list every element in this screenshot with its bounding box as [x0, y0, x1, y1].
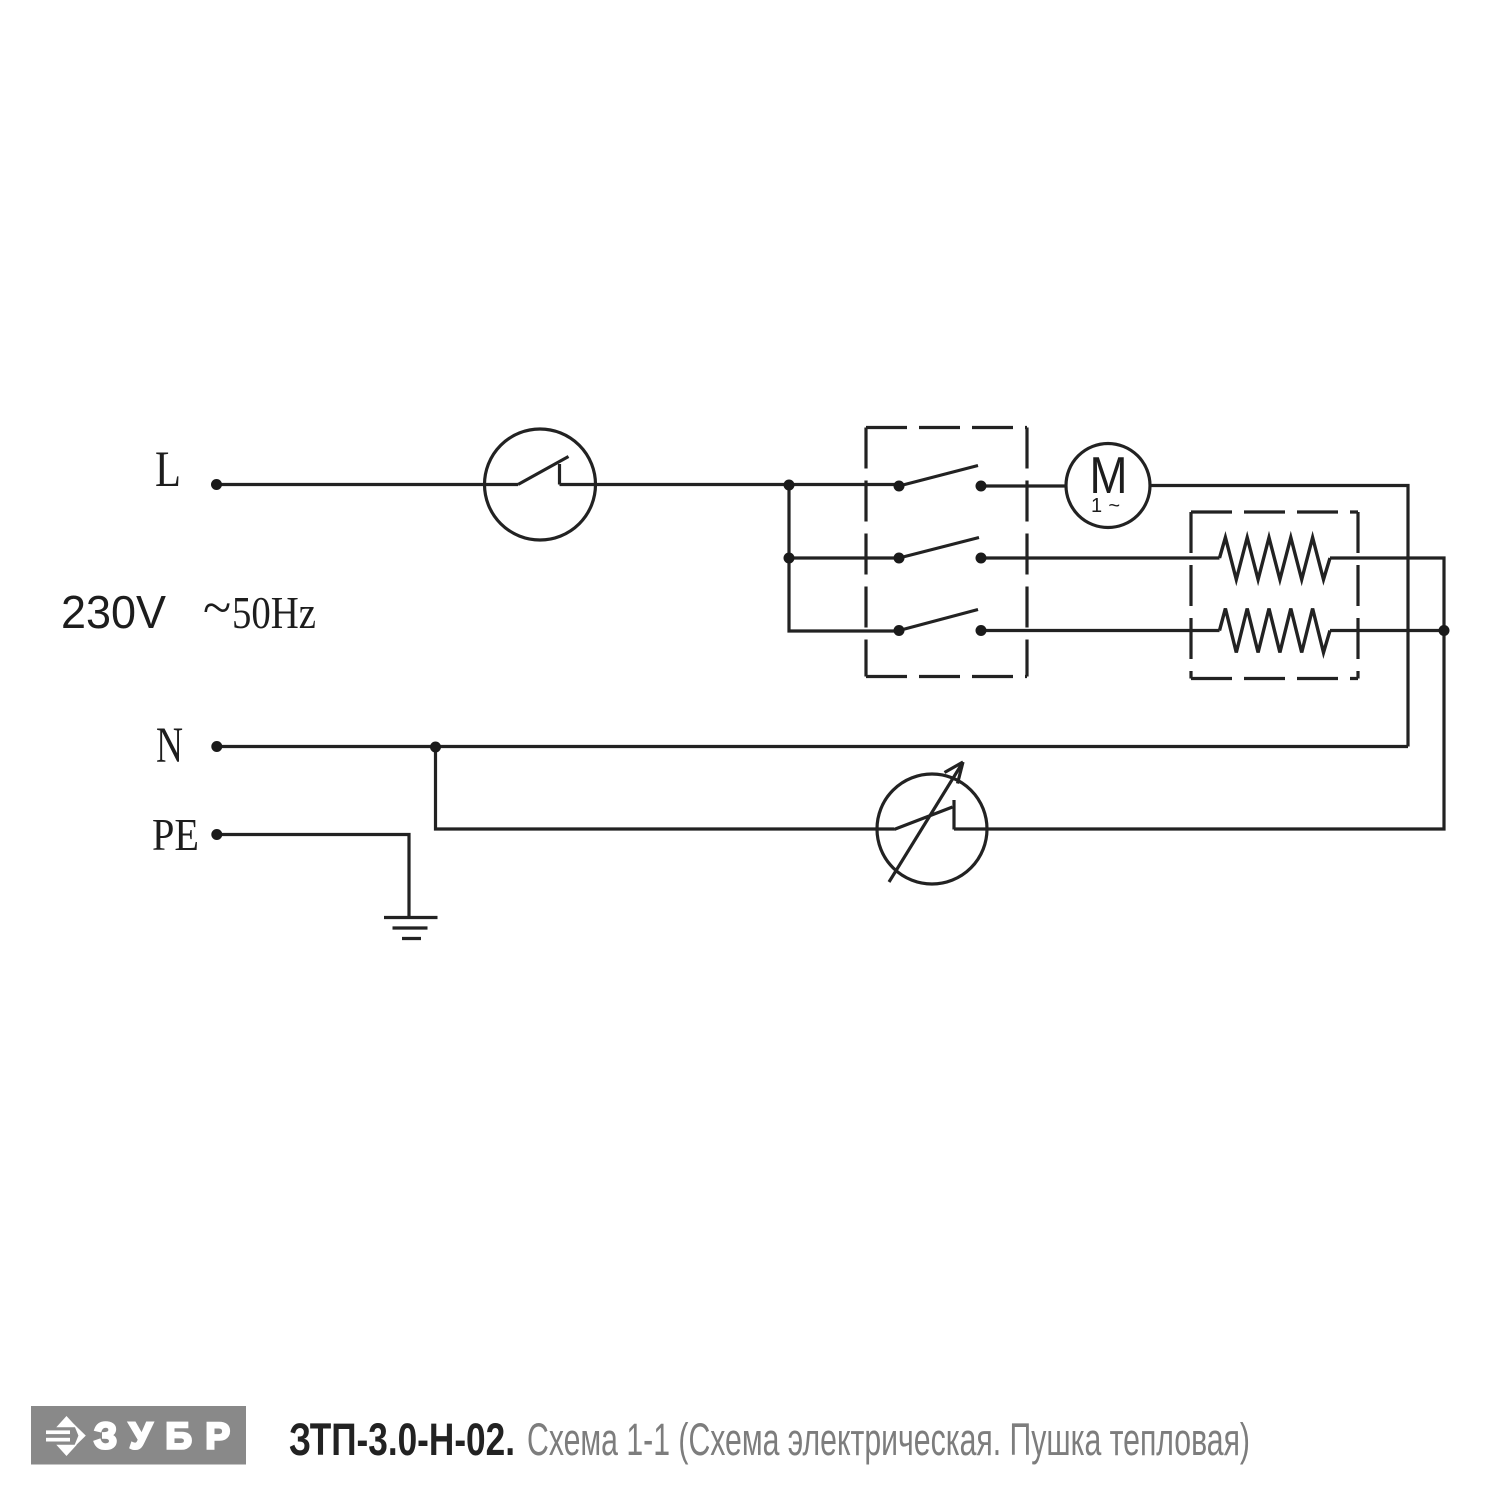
svg-text:L: L — [155, 442, 181, 498]
svg-text:N: N — [156, 718, 183, 774]
svg-text:PE: PE — [152, 809, 199, 860]
svg-text:50Hz: 50Hz — [232, 587, 316, 638]
svg-text:M: M — [1090, 447, 1128, 505]
svg-text:230V: 230V — [61, 586, 166, 638]
svg-text:ЗТП-3.0-Н-02.: ЗТП-3.0-Н-02. — [289, 1414, 515, 1465]
svg-text:~: ~ — [203, 580, 231, 637]
svg-text:Схема 1-1 (Схема электрическая: Схема 1-1 (Схема электрическая. Пушка те… — [527, 1414, 1250, 1465]
